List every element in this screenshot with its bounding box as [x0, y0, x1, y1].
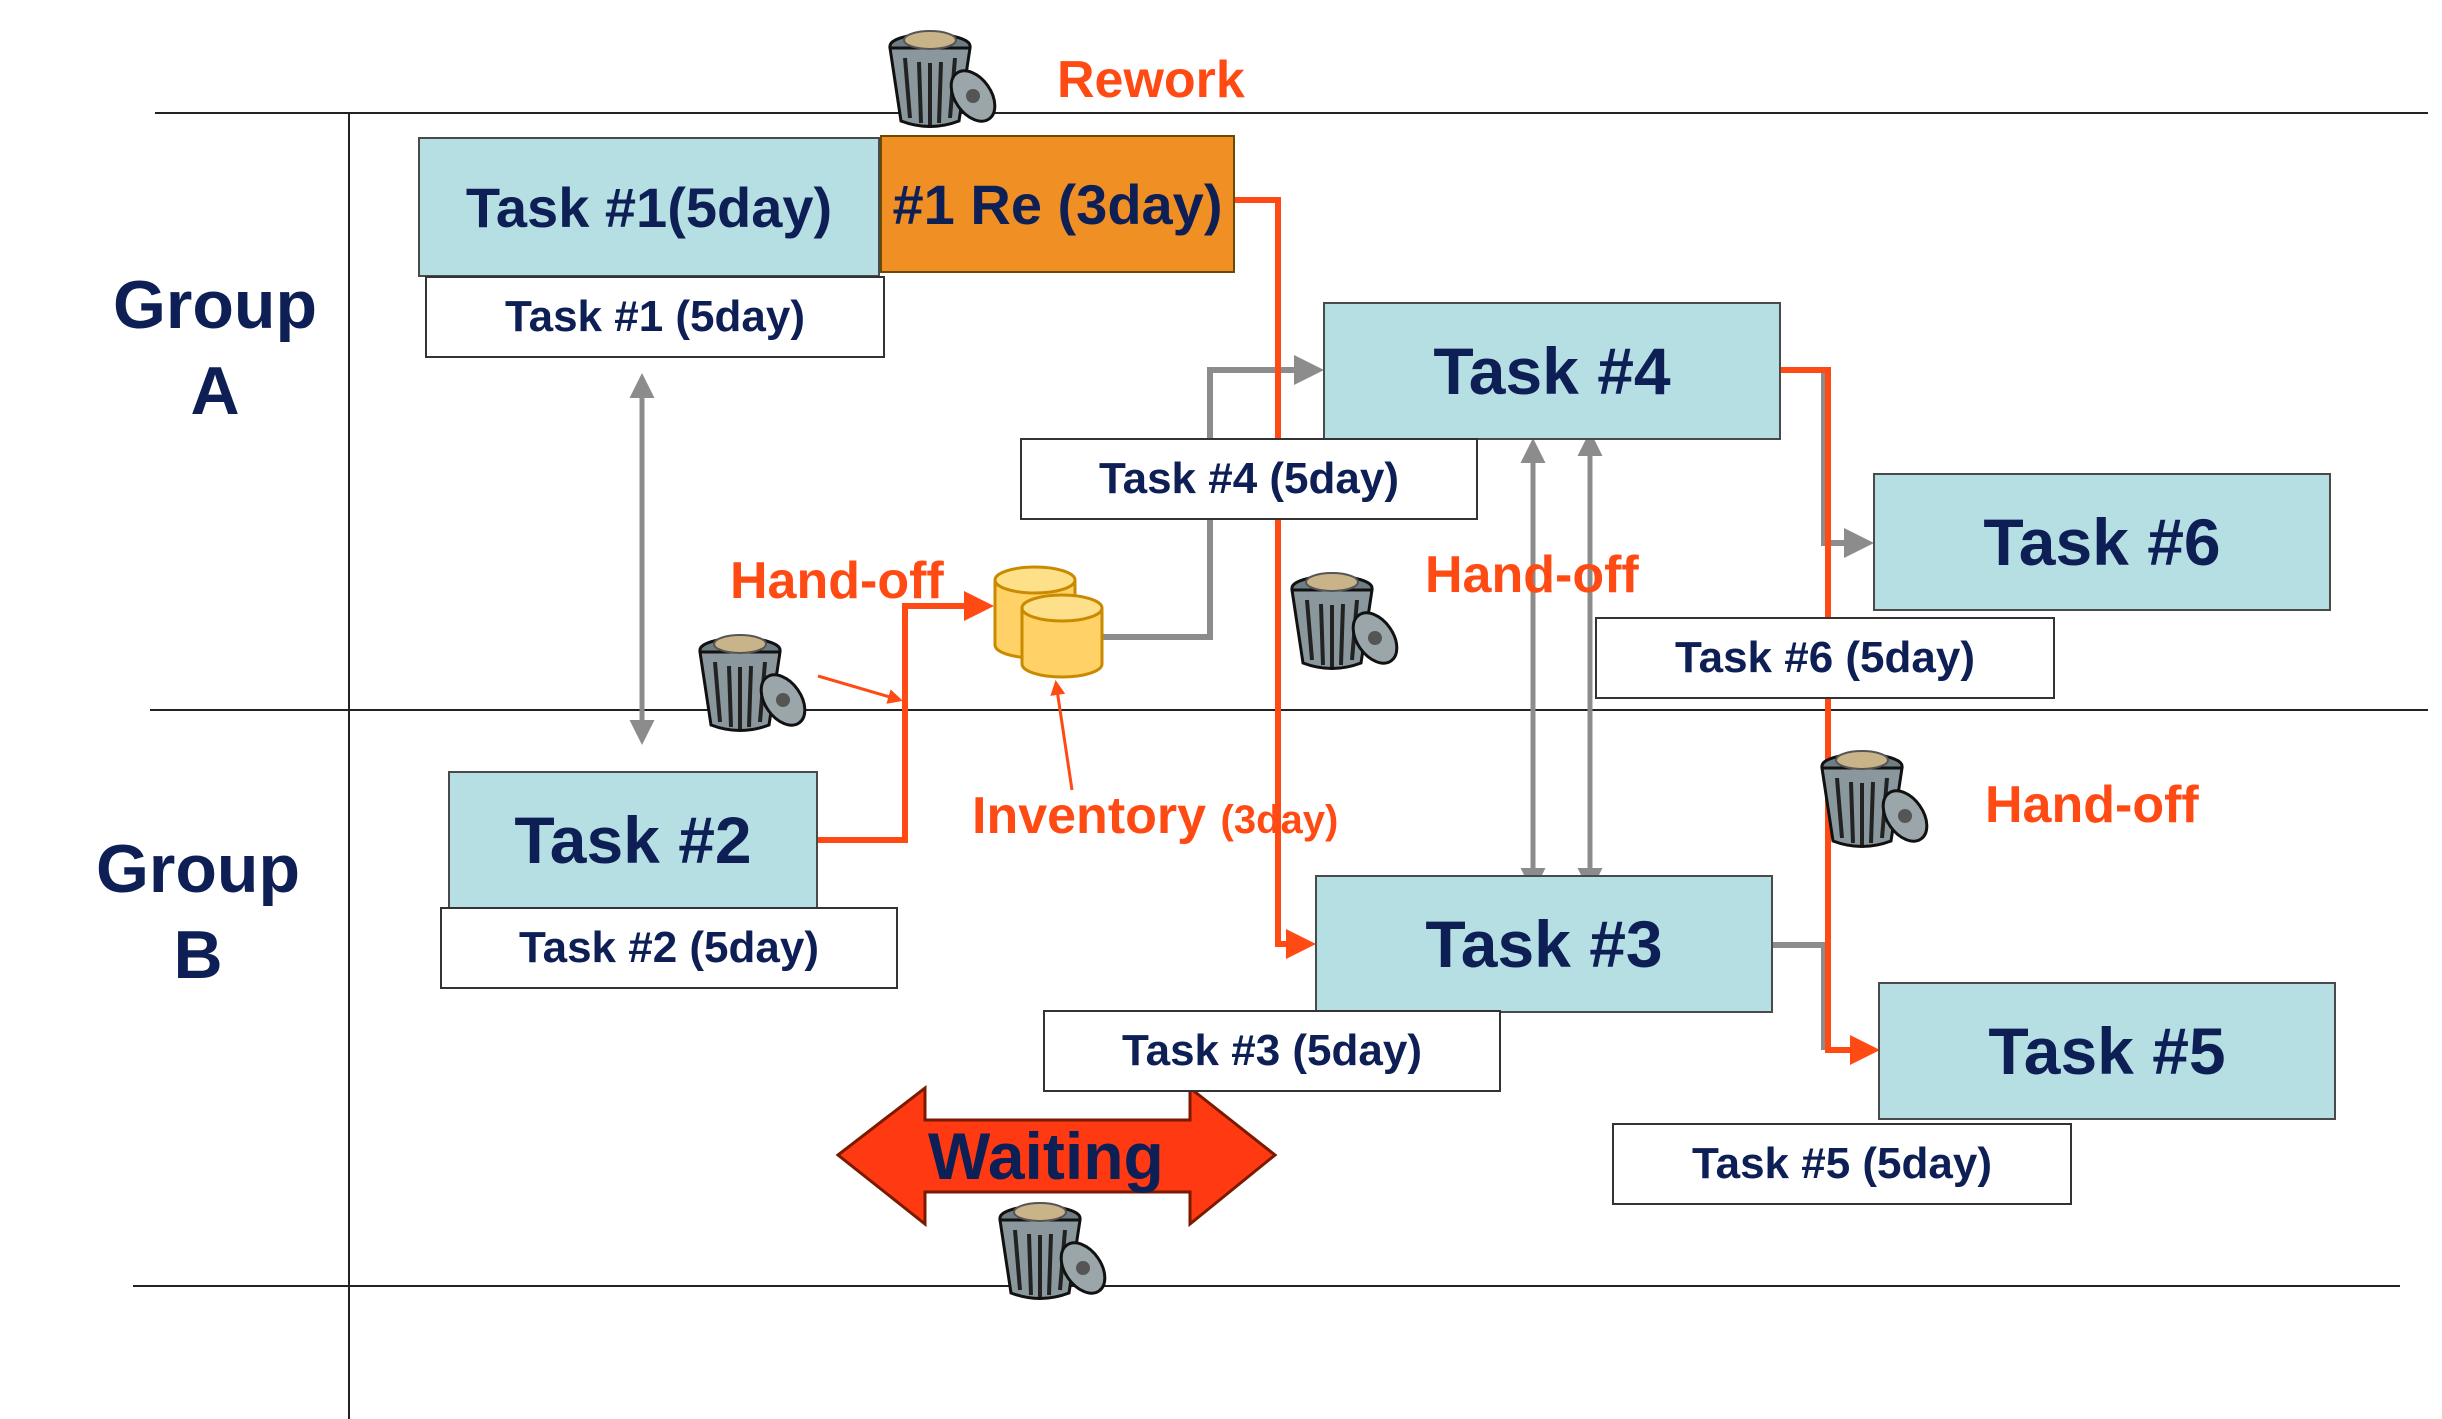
task-1-rework-box: #1 Re (3day) [880, 135, 1235, 273]
double-arrow-icon [835, 1084, 1278, 1228]
inventory-label: Inventory (3day) [972, 786, 1338, 846]
waiting-label: Waiting [928, 1119, 1164, 1193]
task-5-duration-box: Task #5 (5day) [1612, 1123, 2072, 1205]
handoff-label-mid: Hand-off [1425, 546, 1639, 604]
connector-task3-to-task5 [1770, 942, 1827, 1050]
task-4-box: Task #4 [1323, 302, 1781, 440]
pointer-trash-to-handoff [817, 674, 903, 704]
arrow-task4-to-task6 [1778, 367, 1874, 558]
group-b-label: Group B [78, 826, 318, 998]
trash-can-icon-handoff-right [1820, 749, 1938, 852]
task-1-duration-box: Task #1 (5day) [425, 276, 885, 358]
group-b-line2: B [173, 917, 223, 993]
task-6-box: Task #6 [1873, 473, 2331, 611]
task-2-duration-box: Task #2 (5day) [440, 907, 898, 989]
trash-can-icon-handoff-left [698, 633, 816, 736]
handoff-label-right: Hand-off [1985, 776, 2199, 834]
arrow-task2-to-inventory [818, 591, 994, 843]
task-3-duration-box: Task #3 (5day) [1043, 1010, 1501, 1092]
group-a-line1: Group [113, 267, 317, 343]
inventory-duration-text: (3day) [1220, 798, 1339, 842]
arrow-task4-to-task5 [1778, 367, 1880, 1065]
group-b-line1: Group [96, 831, 300, 907]
inventory-cylinders-icon [993, 565, 1104, 679]
task-4-duration-box: Task #4 (5day) [1020, 438, 1478, 520]
trash-can-icon-waiting [998, 1201, 1116, 1304]
group-a-label: Group A [95, 262, 335, 434]
task-2-box: Task #2 [448, 771, 818, 909]
arrow-rework-to-task3 [1233, 197, 1316, 959]
group-a-line2: A [190, 353, 240, 429]
inventory-label-text: Inventory [972, 787, 1207, 845]
task-6-duration-box: Task #6 (5day) [1595, 617, 2055, 699]
trash-can-icon-handoff-mid [1290, 571, 1408, 674]
handoff-label-left: Hand-off [730, 552, 944, 610]
pointer-inventory-label [1050, 680, 1074, 791]
task-3-box: Task #3 [1315, 875, 1773, 1013]
trash-can-icon-rework [888, 29, 1006, 132]
task-5-box: Task #5 [1878, 982, 2336, 1120]
task-1-box: Task #1(5day) [418, 137, 880, 277]
rework-label: Rework [1057, 51, 1245, 109]
